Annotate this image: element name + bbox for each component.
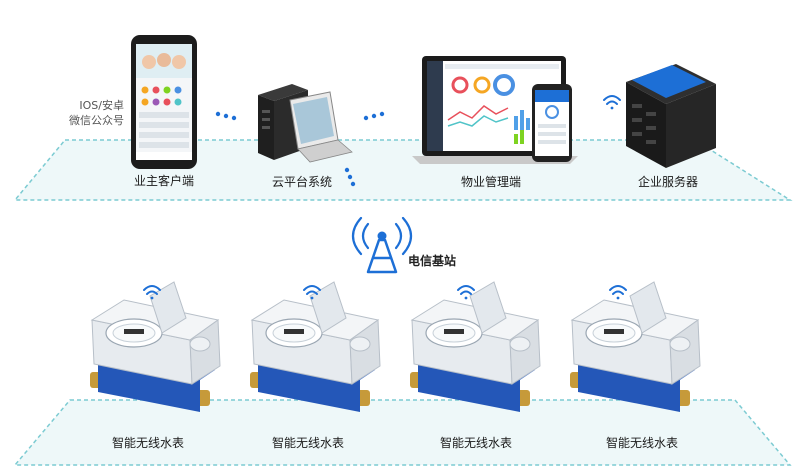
- property-mgmt-label: 物业管理端: [461, 175, 522, 189]
- wifi-icon-server: [603, 95, 621, 110]
- enterprise-server-label: 企业服务器: [638, 175, 699, 189]
- app-wechat-label: 微信公众号: [69, 114, 124, 127]
- base-station-label: 电信基站: [408, 254, 457, 268]
- cell-tower-icon: [351, 216, 413, 274]
- meter-label-4: 智能无线水表: [606, 436, 679, 450]
- smartphone-icon: [131, 35, 197, 169]
- water-meter-3: [410, 281, 541, 412]
- meter-label-1: 智能无线水表: [112, 436, 185, 450]
- connection-dots-2: [363, 111, 385, 121]
- wifi-icon-meter-3: [457, 285, 475, 300]
- wifi-icon-meter-2: [303, 285, 321, 300]
- connection-dots-1: [215, 111, 237, 121]
- enterprise-server-icon: [626, 64, 716, 168]
- connection-dots-3: [344, 167, 356, 187]
- meter-label-2: 智能无线水表: [272, 436, 345, 450]
- dashboard-laptop-icon: [412, 56, 578, 164]
- owner-client-label: 业主客户端: [134, 174, 195, 188]
- app-platform-label: IOS/安卓: [79, 99, 124, 112]
- wifi-icon-meter-1: [143, 285, 161, 300]
- water-meter-4: [570, 281, 701, 412]
- wifi-icon-meter-4: [609, 285, 627, 300]
- dashboard-phone-icon: [532, 84, 572, 162]
- cloud-platform-label: 云平台系统: [272, 175, 333, 189]
- server-laptop-icon: [258, 84, 353, 163]
- water-meter-2: [250, 281, 381, 412]
- water-meter-1: [90, 281, 221, 412]
- meter-label-3: 智能无线水表: [440, 436, 513, 450]
